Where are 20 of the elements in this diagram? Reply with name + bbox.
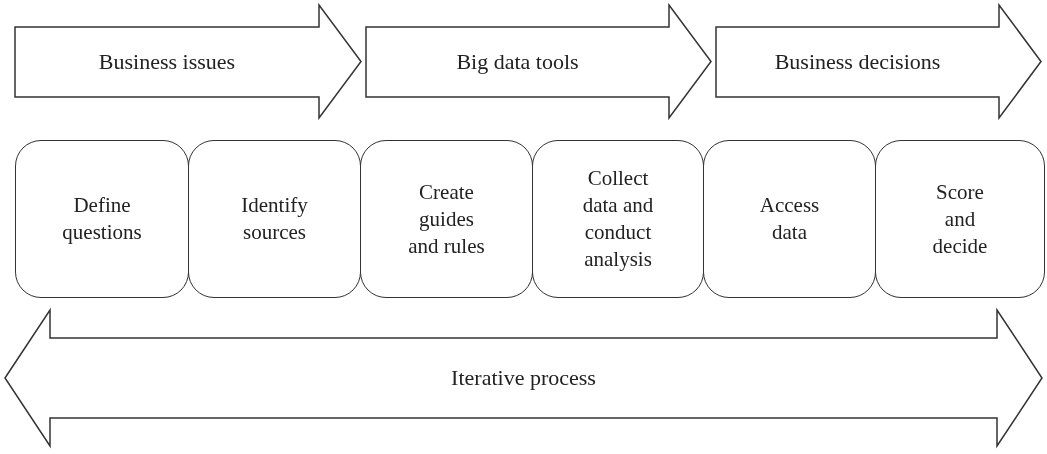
step-label: Access data	[758, 192, 821, 246]
arrow-label: Iterative process	[450, 365, 597, 391]
step-label: Score and decide	[931, 178, 989, 260]
arrow-label: Business decisions	[773, 49, 942, 75]
step-label: Create guides and rules	[407, 178, 486, 260]
step-box	[703, 140, 876, 298]
stage-banner	[716, 5, 1041, 118]
stage-banner	[15, 5, 361, 118]
step-box	[15, 140, 189, 298]
double-arrow	[5, 310, 1042, 446]
arrow-label: Big data tools	[455, 49, 580, 75]
step-label: Identify sources	[240, 192, 309, 246]
step-box	[360, 140, 533, 298]
step-box	[188, 140, 361, 298]
stage-banner	[366, 5, 711, 118]
step-label: Collect data and conduct analysis	[581, 165, 655, 273]
arrow-label: Business issues	[97, 49, 237, 75]
step-box	[532, 140, 704, 298]
step-label: Define questions	[62, 192, 142, 246]
step-box	[875, 140, 1045, 298]
